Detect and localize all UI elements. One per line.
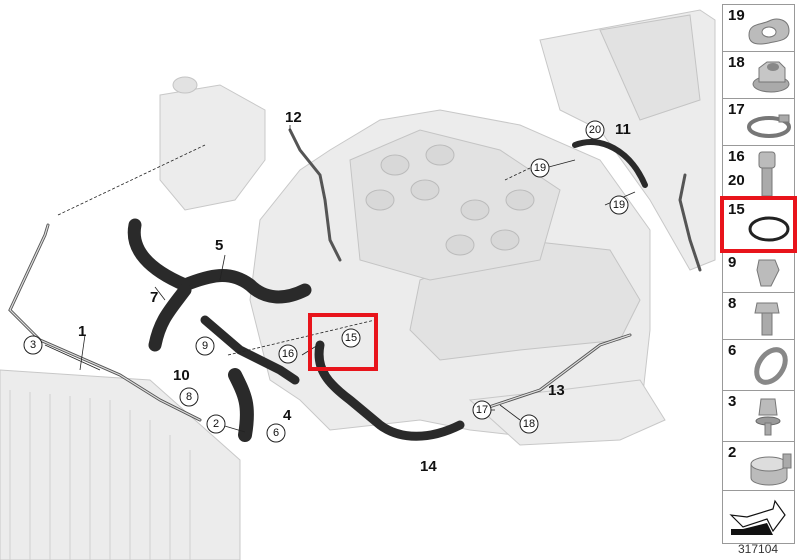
svg-text:19: 19 (613, 199, 625, 211)
svg-text:2: 2 (213, 418, 219, 430)
torx-bolt-icon (758, 151, 776, 197)
callout-12: 12 (285, 109, 302, 126)
callout-19: 19 (609, 195, 629, 215)
callout-9: 9 (195, 336, 215, 356)
callout-1: 1 (78, 323, 86, 340)
part-cell-8[interactable]: 8 (722, 292, 795, 339)
callout-15: 15 (341, 328, 361, 348)
svg-text:18: 18 (523, 418, 535, 430)
callout-11: 11 (615, 121, 631, 138)
hose-4 (228, 368, 254, 442)
callout-8: 8 (179, 387, 199, 407)
callout-10: 10 (173, 367, 190, 384)
svg-text:16: 16 (282, 348, 294, 360)
highlight-box-part-15 (308, 313, 378, 371)
callout-3: 3 (23, 335, 43, 355)
hose-7 (148, 283, 300, 385)
callout-14: 14 (420, 458, 437, 475)
hose-5 (127, 218, 312, 304)
part-cell-arrow[interactable] (722, 490, 795, 544)
hex-nut-icon (752, 61, 790, 93)
callout-16: 16 (278, 344, 298, 364)
part-cell-15[interactable]: 15 (720, 196, 797, 253)
svg-text:17: 17 (476, 404, 488, 416)
svg-text:9: 9 (202, 340, 208, 352)
callout-6: 6 (266, 423, 286, 443)
engine-block (249, 9, 716, 446)
callout-13: 13 (548, 382, 565, 399)
part-cell-18[interactable]: 18 (722, 51, 795, 98)
svg-text:3: 3 (30, 339, 36, 351)
o-ring-icon (748, 216, 790, 242)
expansion-tank (159, 76, 266, 211)
gasket-icon (748, 18, 790, 45)
hex-bolt-icon (754, 302, 780, 336)
svg-text:20: 20 (589, 124, 601, 136)
pipe-right (678, 173, 702, 272)
spring-clamp-icon (750, 453, 792, 486)
parts-panel: 19 18 17 16 20 15 9 8 6 3 2 (720, 4, 797, 544)
document-number: 317104 (738, 542, 779, 556)
pipe-13 (478, 333, 632, 412)
callout-17: 17 (472, 400, 492, 420)
expanding-clip-icon (755, 398, 781, 436)
part-cell-6[interactable]: 6 (722, 339, 795, 390)
callout-20: 20 (585, 120, 605, 140)
part-cell-19[interactable]: 19 (722, 4, 795, 51)
clamp-icon (754, 347, 788, 385)
leader-lines (44, 125, 636, 433)
svg-text:15: 15 (345, 332, 357, 344)
vent-line-12 (288, 128, 342, 262)
callout-2: 2 (206, 414, 226, 434)
part-cell-3[interactable]: 3 (722, 390, 795, 441)
part-cell-2[interactable]: 2 (722, 441, 795, 490)
radiator (0, 369, 241, 560)
svg-text:6: 6 (273, 427, 279, 439)
exploded-view: 1 4 5 7 10 11 12 13 14 3 2 6 8 9 15 16 1… (0, 9, 716, 560)
part-cell-17[interactable]: 17 (722, 98, 795, 145)
callout-5: 5 (215, 237, 223, 254)
part-cell-9[interactable]: 9 (722, 251, 795, 292)
hose-11 (572, 138, 648, 188)
callout-18: 18 (519, 414, 539, 434)
svg-text:19: 19 (534, 162, 546, 174)
hose-clamp-icon (747, 114, 791, 138)
clip-icon (756, 259, 780, 287)
arrow-icon (729, 499, 786, 535)
callout-4: 4 (283, 407, 292, 424)
callout-19: 19 (530, 158, 550, 178)
part-cell-16-20[interactable]: 16 20 (722, 145, 795, 198)
svg-text:8: 8 (186, 391, 192, 403)
callout-7: 7 (150, 289, 158, 306)
